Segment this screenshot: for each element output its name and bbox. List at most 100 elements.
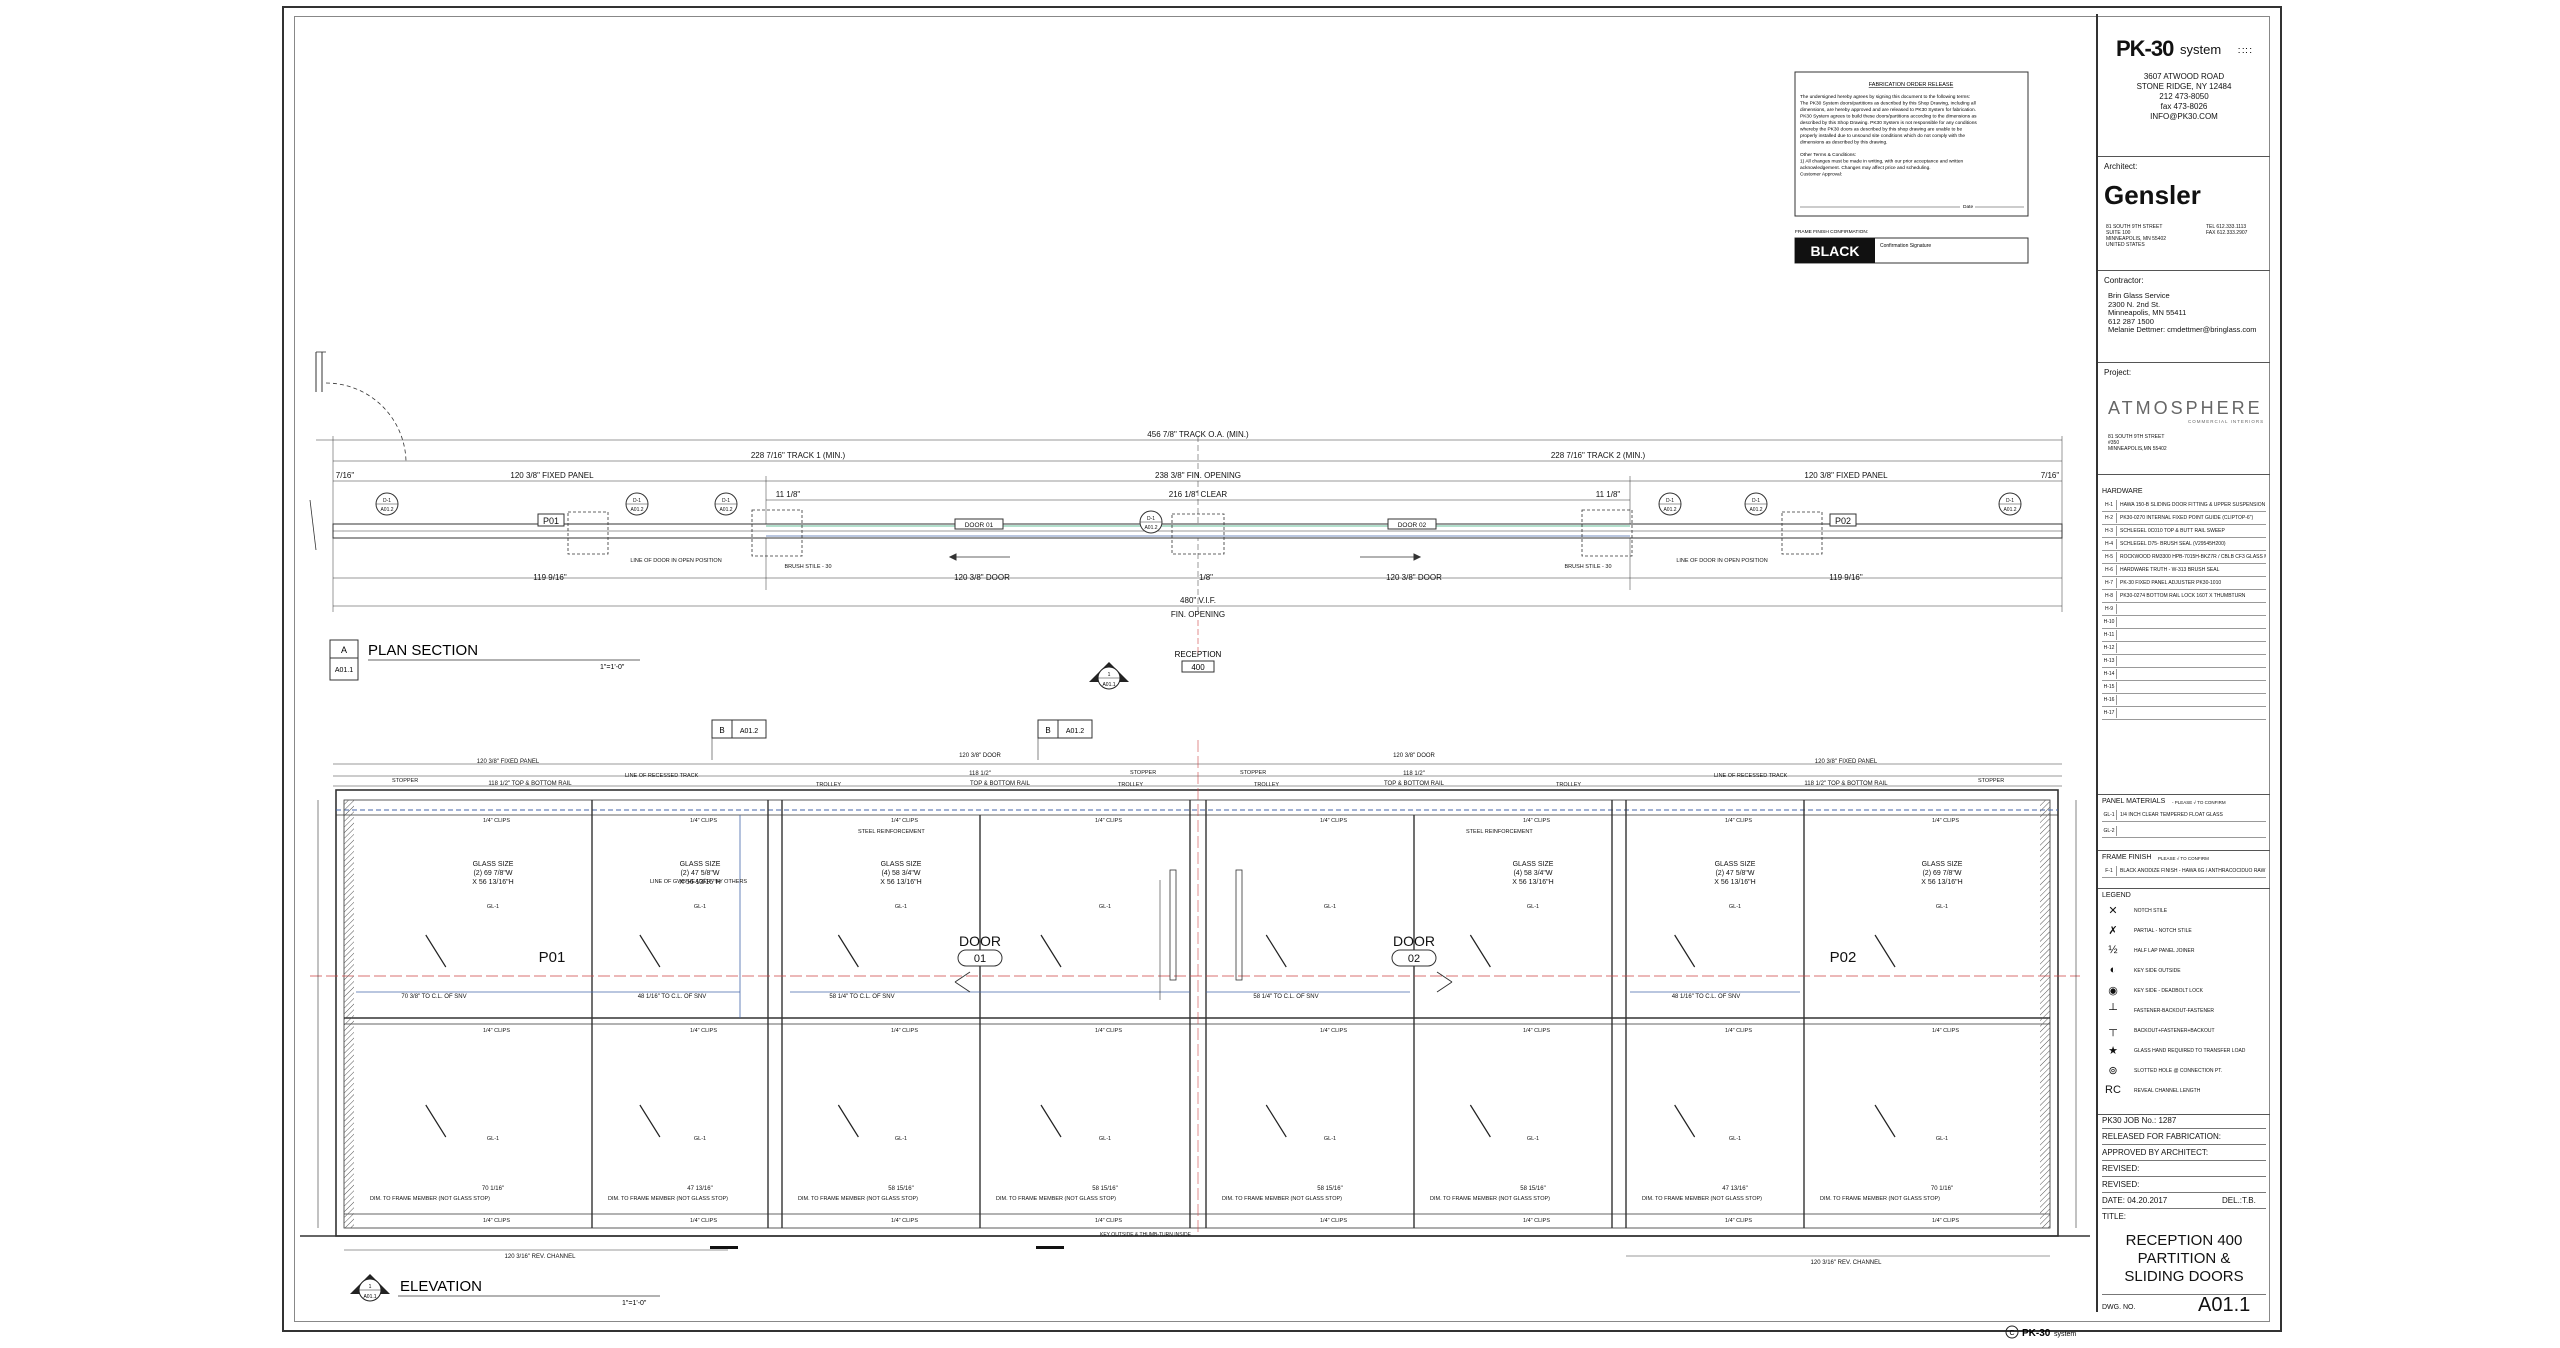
plan-brush-right: BRUSH STILE - 30 [1564,564,1611,570]
hardware-row: H-14 [2102,669,2266,681]
clip-label-mid: 1/4" CLIPS [1725,1028,1752,1034]
plan-brush-left: BRUSH STILE - 30 [784,564,831,570]
glass-reflection-mark [1040,934,1062,968]
section-tags: B A01.2 B A01.2 [711,719,1093,760]
note-steel-left: STEEL REINFORCEMENT [858,829,925,835]
legend-text: REVEAL CHANNEL LENGTH [2134,1088,2201,1094]
elevation-notes: STOPPER STOPPER STOPPER STOPPER TROLLEY … [392,770,2004,1238]
dim-door-right: 120 3/8" DOOR [1386,573,1442,582]
panel-glass-size-1: (2) 69 7/8"W [1922,870,1961,877]
hardware-row-id: H-15 [2102,682,2117,692]
hardware-row-text: PK-30 FIXED PANEL ADJUSTER PK30-1010 [2120,580,2222,586]
release-body-line: described by this Shop Drawing. PK30 Sys… [1800,120,1977,126]
hardware-row: H-13 [2102,656,2266,668]
plan-p01: P01 [543,516,559,526]
note-stopper-center-r: STOPPER [1240,770,1266,776]
dim-to-frame-label: DIM. TO FRAME MEMBER (NOT GLASS STOP) [996,1196,1116,1202]
panel-bottom-dim: 70 1/16" [482,1186,504,1192]
release-body-line: The undersigned hereby agrees by signing… [1800,94,1970,100]
legend-text: KEY SIDE OUTSIDE [2134,968,2181,974]
tb-arch-phone-line: FAX 612.333.2907 [2206,230,2248,236]
glass-reflection-mark [639,1104,661,1138]
tb-arch-phone-line: TEL 612.333.1113 [2206,224,2247,230]
svg-text:C: C [2009,1330,2014,1337]
plan-callout-id: D-1 [1666,498,1674,504]
hardware-row-id: H-8 [2102,591,2117,601]
legend-row: ┴FASTENER-BACKOUT-FASTENER [2102,1002,2266,1022]
elev-top-rail-left: TOP & BOTTOM RAIL [970,781,1031,787]
clip-label-mid: 1/4" CLIPS [1095,1028,1122,1034]
clip-label-mid: 1/4" CLIPS [1932,1028,1959,1034]
plan-callout-id: D-1 [722,498,730,504]
elevation-frame [300,740,2090,1257]
tb-frame-finish-label: FRAME FINISH [2102,854,2152,861]
dim-to-frame-label: DIM. TO FRAME MEMBER (NOT GLASS STOP) [1820,1196,1940,1202]
elev-title: ELEVATION [400,1278,482,1295]
tb-revised2-row: REVISED: [2102,1178,2266,1193]
hardware-row-text: ROCKWOOD RM3300 HPB-7015H-BKZ7R / CBLB C… [2120,554,2266,560]
legend-text: KEY SIDE - DEADBOLT LOCK [2134,988,2203,994]
panel-bottom-dim: 58 15/16" [1092,1186,1118,1192]
release-date-label: Date [1963,204,1973,210]
tb-job-label: PK30 JOB No.: [2102,1116,2157,1125]
dim-to-frame-label: DIM. TO FRAME MEMBER (NOT GLASS STOP) [1642,1196,1762,1202]
hardware-row-id: H-1 [2102,500,2117,510]
hardware-row-id: H-5 [2102,552,2117,562]
panel-glass-size-1: (4) 58 3/4"W [1513,870,1552,877]
panel-gl-top: GL-1 [895,904,907,910]
hardware-row-text: HARDWARE TRUTH - W-313 BRUSH SEAL [2120,567,2220,573]
dim-track-oa: 456 7/8" TRACK O.A. (MIN.) [1147,430,1249,439]
tb-panel-materials-label: PANEL MATERIALS [2102,798,2166,805]
dim-fixed-right: 120 3/8" FIXED PANEL [1804,471,1888,480]
release-body-line: PK30 System agrees to build these doors/… [1800,114,1977,120]
legend-row: ◐KEY SIDE OUTSIDE [2102,962,2266,982]
panel-glass-size-2: X 56 13/16"H [679,879,720,886]
tb-info: PK30 JOB No.: 1287 RELEASED FOR FABRICAT… [2098,1114,2270,1316]
plan-door-02: DOOR 02 [1398,522,1427,529]
frame-finish-confirmation: FRAME FINISH CONFIRMATION: BLACK Confirm… [1794,229,2029,264]
tb-brand-name: PK-30 [2116,36,2174,61]
elev-channel-right: 120 3/16" REV. CHANNEL [1811,1260,1883,1266]
tb-panel-materials: PANEL MATERIALS - PLEASE √ TO CONFIRM GL… [2098,794,2270,851]
plan-scale: 1"=1'-0" [600,664,625,671]
note-stopper-left: STOPPER [392,778,418,784]
dim-bottom-left: 119 9/16" [533,573,567,582]
tb-project-label: Project: [2104,368,2132,377]
plan-callout-sheet: A01.2 [380,507,393,513]
hardware-row-id: H-17 [2102,708,2117,718]
tb-project-address-line: #350 [2108,440,2120,446]
panel-gl-bottom: GL-1 [1527,1136,1539,1142]
legend-text: FASTENER-BACKOUT-FASTENER [2134,1008,2215,1014]
section-tag-2-letter: B [1045,726,1050,735]
tb-arch-address-line: SUITE 100 [2106,230,2131,236]
panel-gl-top: GL-1 [1936,904,1948,910]
elevation-top-dims: 120 3/8" FIXED PANEL 120 3/8" DOOR 120 3… [477,753,1888,787]
panel-glass-size-2: X 56 13/16"H [472,879,513,886]
drawing-sheet [282,6,2282,1332]
confirm-signature-label: Confirmation Signature [1880,243,1931,249]
elev-top-rail-right: TOP & BOTTOM RAIL [1384,781,1445,787]
frame-finish-row-id: F-1 [2102,866,2117,876]
hardware-row-text: PK30-0274 BOTTOM RAIL LOCK 160T X THUMBT… [2120,593,2246,599]
hardware-row-id: H-9 [2102,604,2117,614]
elevation-labels: P01 P02 DOOR 01 DOOR 02 120 3/16" REV. C… [505,933,1883,1266]
tb-approved-row: APPROVED BY ARCHITECT: [2102,1146,2266,1161]
glass-reflection-mark [1674,1104,1696,1138]
dim-seven-left: 7/16" [336,471,355,480]
release-terms-line: Customer Approval: [1800,172,1842,178]
panel-glass-size-2: X 56 13/16"H [1714,879,1755,886]
reception-number: 400 [1191,663,1205,672]
glass-reflection-mark [1265,1104,1287,1138]
panel-glass-title: GLASS SIZE [1922,861,1963,868]
panel-material-row-text: 1/4 INCH CLEAR TEMPERED FLOAT GLASS [2120,812,2223,818]
tb-del-label: DEL.: [2222,1196,2243,1205]
hardware-row-id: H-16 [2102,695,2117,705]
